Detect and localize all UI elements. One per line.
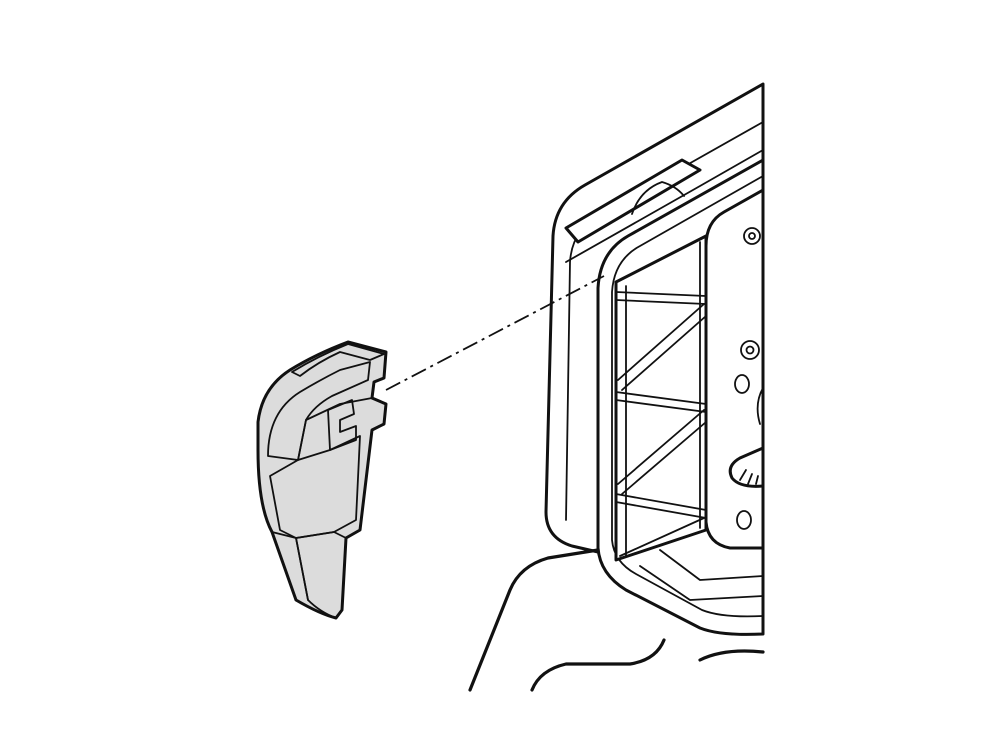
clip-leg	[295, 531, 347, 619]
clip-cavity	[267, 361, 371, 461]
bolt-upper	[740, 340, 760, 360]
center-hub	[756, 387, 764, 425]
rib-diagonal-1	[617, 303, 707, 391]
device-housing	[468, 82, 765, 692]
clip-top-face	[291, 343, 385, 377]
slot-roller	[631, 181, 685, 215]
slot-edge	[565, 149, 764, 263]
clip-leg-edge	[271, 531, 309, 601]
clip-front-face	[269, 435, 361, 539]
clip-hook-tab	[371, 397, 387, 431]
housing-base-inner	[530, 638, 666, 692]
rib-top	[615, 291, 707, 305]
bolt-top-inner	[748, 232, 756, 240]
assembly-guide-line	[385, 275, 605, 391]
plate-latch-teeth	[739, 469, 759, 485]
top-slot	[564, 158, 702, 244]
rib-lower	[615, 493, 707, 519]
housing-base-right	[698, 649, 765, 662]
lower-cavity	[639, 549, 764, 601]
rib-diagonal-3	[619, 517, 705, 557]
bolt-upper-inner	[745, 345, 755, 355]
plate-bolts	[734, 227, 764, 530]
plate-latch-knob	[728, 446, 765, 488]
bolt-top	[743, 227, 761, 245]
clip-part	[256, 340, 388, 620]
rib-inner-wall	[625, 241, 701, 557]
bolt-mid	[734, 374, 750, 394]
bolt-lower	[736, 510, 752, 530]
rib-middle	[615, 391, 707, 413]
housing-base	[468, 548, 600, 692]
rib-diagonal-2	[617, 409, 707, 495]
clip-ledge	[297, 397, 373, 461]
clip-body	[256, 340, 388, 620]
